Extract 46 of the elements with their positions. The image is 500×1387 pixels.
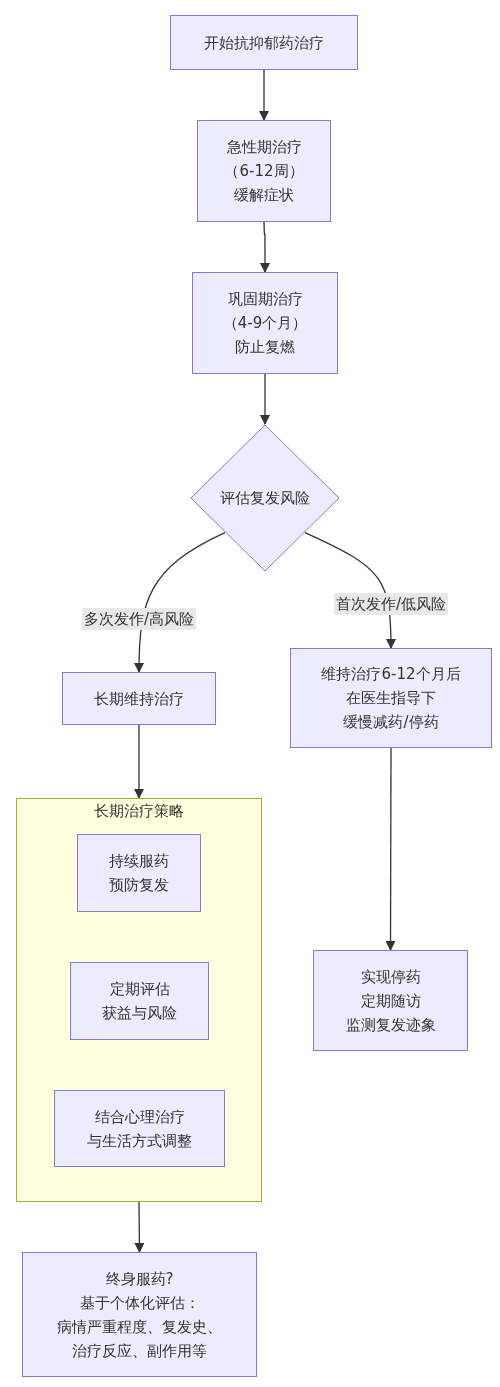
process-box [197,120,331,222]
process-box [313,950,468,1051]
box-text: 监测复发迹象 [345,1014,436,1036]
process-box [77,834,201,912]
group-panel [16,798,262,1202]
box-text: 缓解症状 [234,185,294,206]
box-text: 开始抗抑郁药治疗 [204,32,324,54]
edge-label: 首次发作/低风险 [334,593,449,616]
process-box [54,1090,225,1167]
box-text: 巩固期治疗 [227,289,303,310]
process-box [170,15,358,70]
box-text: 与生活方式调整 [87,1130,192,1152]
decision-diamond [190,424,340,572]
box-text: （4-9个月） [222,313,308,334]
box-text: 长期维持治疗 [94,688,184,710]
arrow [134,1201,145,1253]
box-text: 急性期治疗 [226,137,302,158]
box-text: 定期随访 [360,990,421,1012]
box-text: 病情严重程度、复发史、 [57,1316,222,1338]
process-box [22,1252,257,1377]
process-box [192,272,338,374]
edge-label: 多次发作/高风险 [82,608,197,630]
box-text: 持续服药 [109,851,169,872]
arrow [259,69,269,121]
arrow [385,747,396,951]
box-text: 维持治疗6-12个月后 [321,664,461,685]
process-box [70,962,209,1040]
box-text: 治疗反应、副作用等 [72,1340,207,1362]
box-text: 基于个体化评估： [79,1292,200,1314]
arrow [134,724,144,799]
box-text: 结合心理治疗 [94,1106,185,1128]
arrow [260,221,270,273]
process-box [62,672,216,725]
box-text: 预防复发 [109,875,169,896]
box-text: 终身服药? [105,1268,174,1290]
process-box [290,648,492,748]
box-text: 定期评估 [109,979,170,1000]
group-title: 长期治疗策略 [94,801,184,822]
arrow [260,373,270,425]
box-text: 实现停药 [360,966,421,988]
box-text: 防止复燃 [235,337,295,358]
box-text: 缓慢减药/停药 [343,712,439,733]
box-text: 在医生指导下 [346,688,436,709]
box-text: （6-12周） [224,161,304,182]
box-text: 评估复发风险 [220,488,310,509]
box-text: 获益与风险 [102,1003,177,1024]
